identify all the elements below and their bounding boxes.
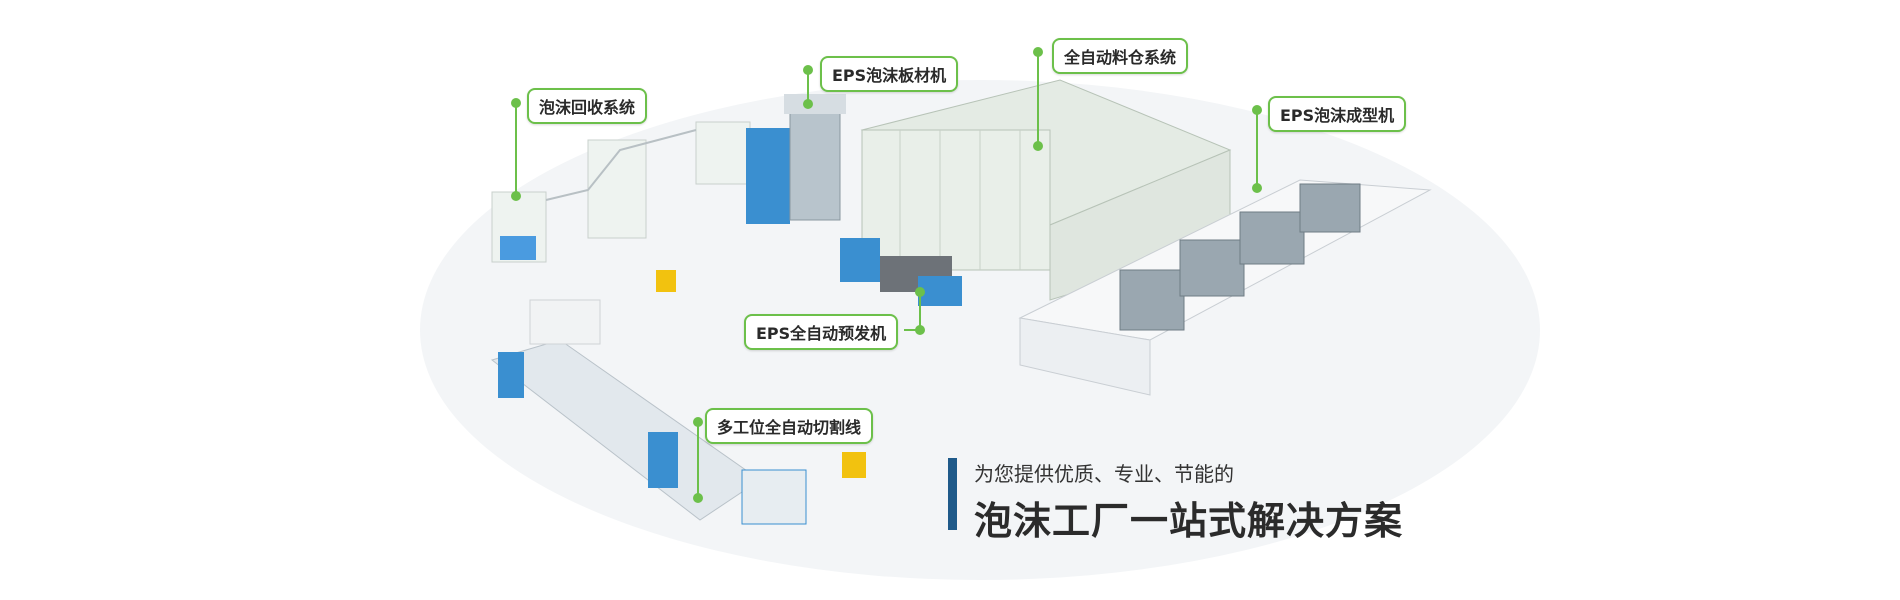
callout-pre-expander: EPS全自动预发机 [744,314,899,350]
callout-molding-machine: EPS泡沫成型机 [1268,96,1407,132]
cutting-line [490,299,807,525]
callout-silo-system: 全自动料仓系统 [1052,38,1189,74]
silo-grid [860,79,1232,301]
pre-expander [840,238,962,306]
forklift-1 [656,270,676,292]
board-machine [746,94,846,224]
callout-recycle-system: 泡沫回收系统 [527,88,648,124]
headline-subtitle: 为您提供优质、专业、节能的 [974,462,1234,486]
leader-dots [511,47,1262,503]
molding-platform [1018,179,1432,396]
callout-board-machine: EPS泡沫板材机 [820,56,959,92]
callout-cutting-line: 多工位全自动切割线 [705,408,874,444]
headline-title: 泡沫工厂一站式解决方案 [974,499,1404,543]
recycle-system [491,121,751,263]
headline-accent-bar [948,458,957,530]
forklift-2 [842,452,866,478]
leader-lines [515,52,1258,498]
